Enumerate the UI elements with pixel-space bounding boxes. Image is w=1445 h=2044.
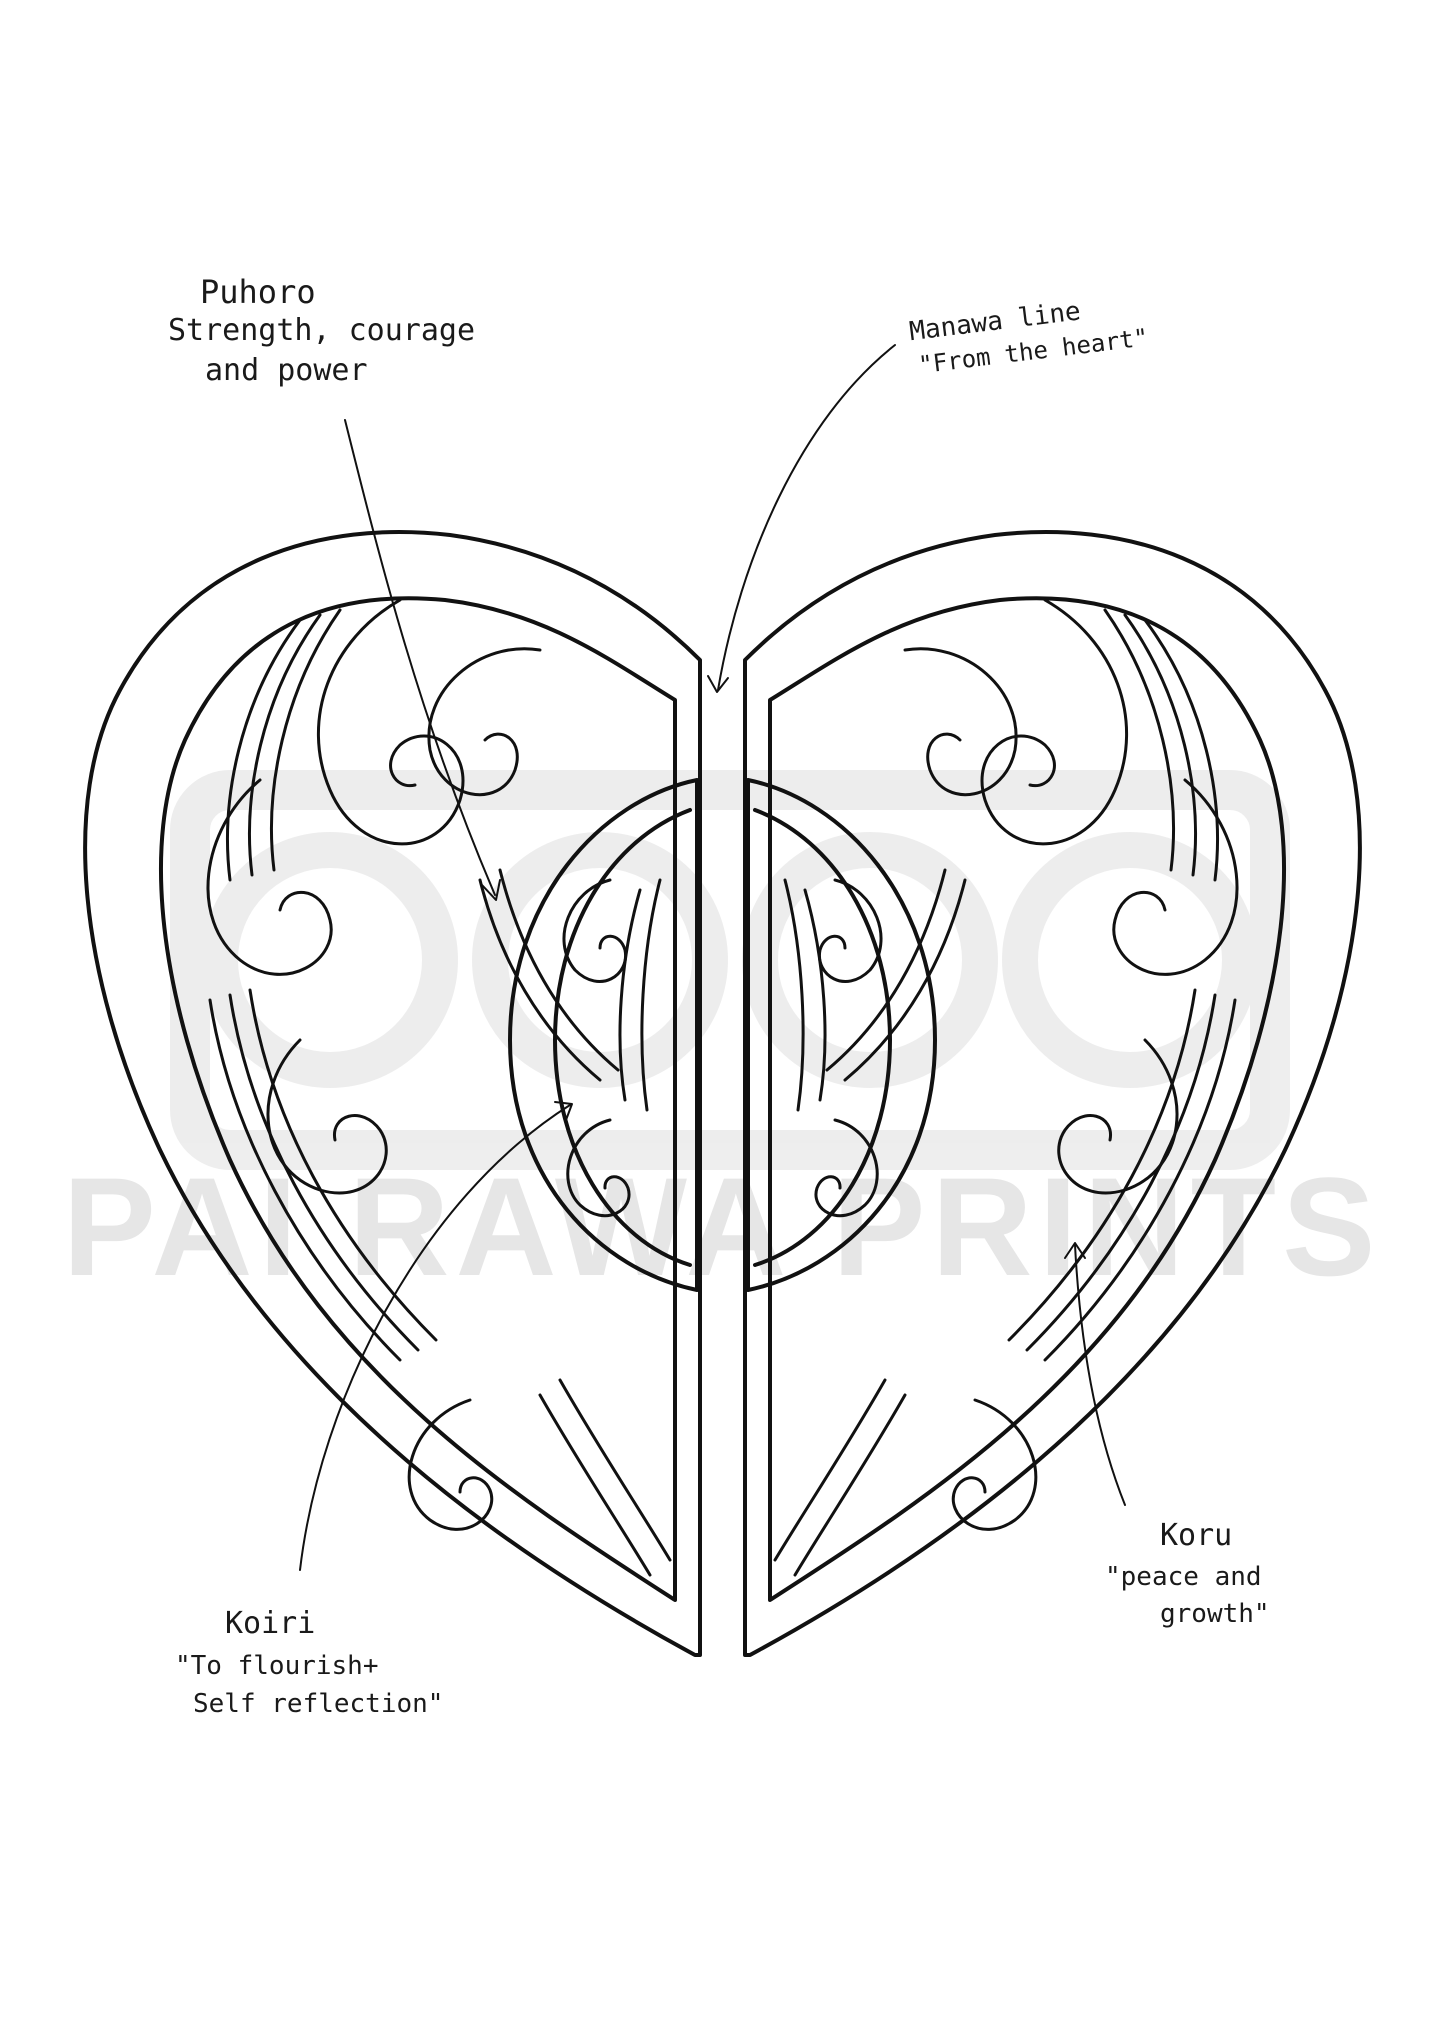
koru-meaning-1: "peace and <box>1105 1562 1262 1592</box>
puhoro-meaning-2: and power <box>205 353 368 388</box>
koru-name: Koru <box>1160 1518 1232 1553</box>
left-pattern <box>206 598 672 1577</box>
puhoro-name: Puhoro <box>200 273 316 311</box>
puhoro-arrow-head <box>481 879 501 901</box>
koru-meaning-2: growth" <box>1160 1599 1270 1629</box>
manawa-arrow <box>717 344 896 691</box>
manawa-arrow-head <box>707 675 729 693</box>
heart-outline <box>83 530 1362 1657</box>
annotation-manawa: Manawa line "From the heart" <box>908 296 1150 379</box>
koiri-meaning-1: "To flourish+ <box>175 1651 379 1681</box>
koiri-arrow-head <box>554 1101 573 1121</box>
annotation-koiri: Koiri "To flourish+ Self reflection" <box>175 1606 443 1719</box>
koru-arrow <box>1074 1244 1126 1506</box>
annotation-puhoro: Puhoro Strength, courage and power <box>168 273 475 388</box>
puhoro-arrow <box>344 419 496 896</box>
puhoro-meaning-1: Strength, courage <box>168 313 475 348</box>
watermark-text: PAI RAWA PRINTS <box>63 1148 1382 1305</box>
koru-arrow-head <box>1064 1242 1086 1259</box>
right-pattern <box>773 598 1239 1577</box>
koiri-arrow <box>299 1104 571 1571</box>
annotation-arrows <box>299 344 1126 1571</box>
annotation-koru: Koru "peace and growth" <box>1105 1518 1270 1629</box>
koiri-name: Koiri <box>225 1606 315 1641</box>
central-oval <box>508 778 937 1292</box>
koiri-meaning-2: Self reflection" <box>193 1689 443 1719</box>
